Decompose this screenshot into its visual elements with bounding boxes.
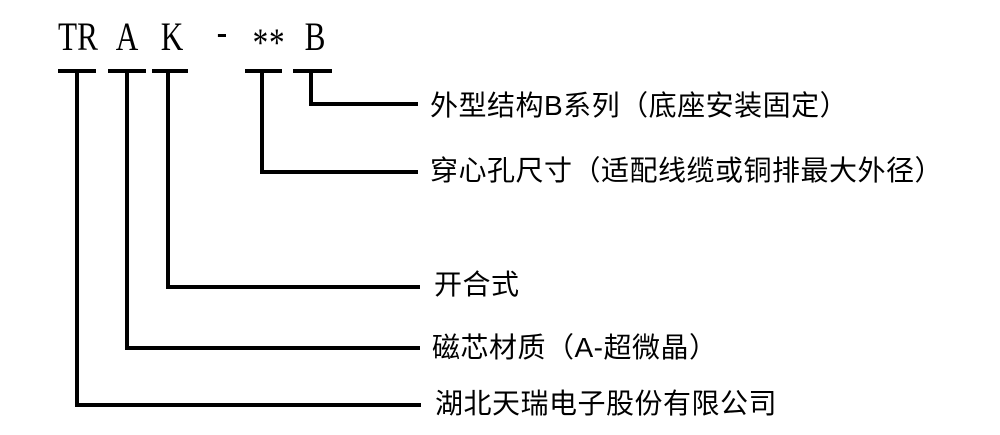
- leader-hline-b: [309, 102, 418, 106]
- leader-vline-a: [125, 69, 129, 350]
- leader-hline-a: [125, 346, 420, 350]
- legend-label-split-type: 开合式: [434, 269, 520, 300]
- legend-label-core-material: 磁芯材质（A-超微晶）: [432, 332, 718, 363]
- model-code-separator: -: [216, 9, 228, 54]
- legend-label-aperture-size: 穿心孔尺寸（适配线缆或铜排最大外径）: [430, 155, 944, 186]
- model-code-segment-b: B: [304, 14, 326, 59]
- leader-hline-aperture: [260, 170, 418, 174]
- model-code-segment-k: K: [160, 14, 184, 59]
- leader-vline-aperture: [260, 69, 264, 174]
- legend-label-manufacturer: 湖北天瑞电子股份有限公司: [435, 388, 778, 419]
- leader-hline-tr: [75, 403, 421, 407]
- model-code-segment-a: A: [115, 14, 139, 59]
- leader-vline-tr: [75, 69, 79, 407]
- legend-label-structure-series: 外型结构B系列（底座安装固定）: [430, 90, 849, 121]
- model-code-segment-tr: TR: [58, 14, 98, 59]
- model-code-segment-aperture: **: [252, 20, 286, 65]
- leader-vline-k: [166, 69, 170, 289]
- leader-vline-b: [309, 69, 313, 106]
- tbar-k: [152, 69, 188, 73]
- leader-hline-k: [166, 285, 420, 289]
